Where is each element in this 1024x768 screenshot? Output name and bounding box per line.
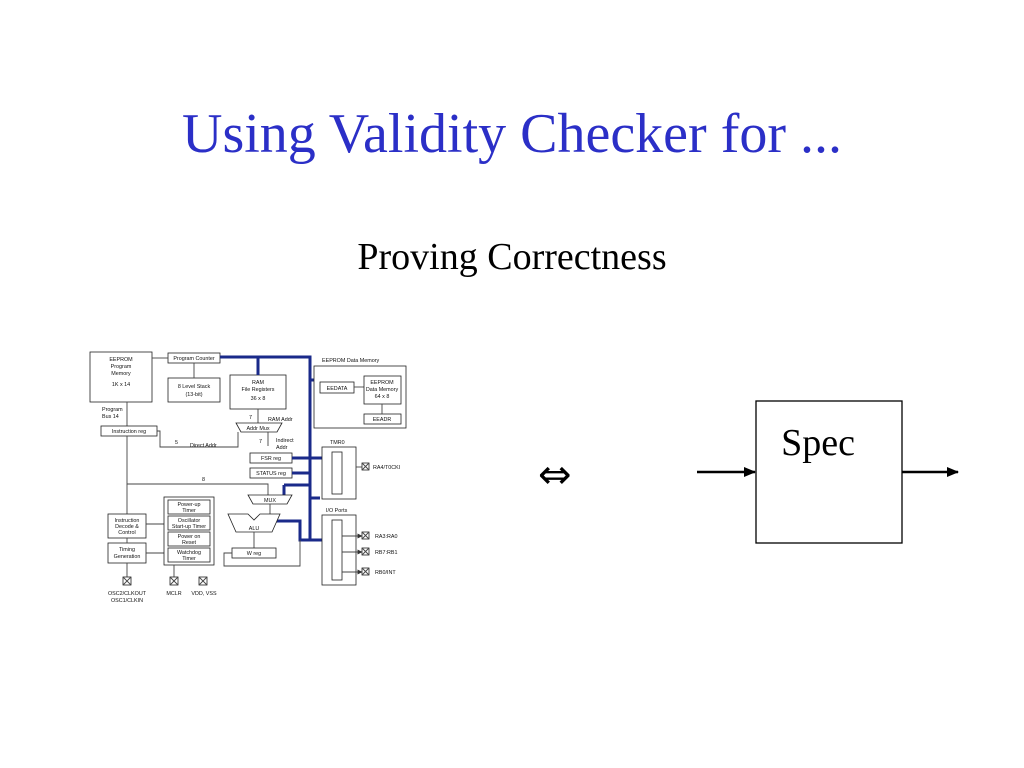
svg-text:VDD, VSS: VDD, VSS bbox=[191, 591, 217, 597]
svg-text:Program: Program bbox=[102, 407, 123, 413]
svg-text:File Registers: File Registers bbox=[242, 387, 275, 393]
addr-mux-block bbox=[235, 422, 283, 433]
svg-text:OSC2/CLKOUT: OSC2/CLKOUT bbox=[108, 591, 147, 597]
svg-text:RA3:RA0: RA3:RA0 bbox=[375, 534, 397, 540]
svg-text:7: 7 bbox=[259, 439, 262, 445]
svg-text:8: 8 bbox=[202, 477, 205, 483]
timing-generation-block bbox=[107, 542, 147, 564]
slide-title: Using Validity Checker for ... bbox=[182, 103, 842, 165]
svg-text:Instruction: Instruction bbox=[115, 518, 140, 524]
svg-text:Memory: Memory bbox=[111, 371, 131, 377]
svg-text:8 Level Stack: 8 Level Stack bbox=[178, 384, 211, 390]
microcontroller-block-diagram: EEPROM Program Memory 1K x 14 Program Co… bbox=[89, 351, 407, 604]
svg-text:Timing: Timing bbox=[119, 547, 135, 553]
svg-text:Timer: Timer bbox=[182, 508, 196, 514]
svg-text:Reset: Reset bbox=[182, 540, 197, 546]
svg-text:Instruction reg: Instruction reg bbox=[112, 429, 146, 435]
eeprom-data-memory-block bbox=[363, 375, 402, 405]
slide-subtitle: Proving Correctness bbox=[357, 236, 667, 278]
svg-text:1K x 14: 1K x 14 bbox=[112, 382, 130, 388]
svg-text:RAM: RAM bbox=[252, 380, 264, 386]
svg-text:Start-up Timer: Start-up Timer bbox=[172, 524, 206, 530]
svg-text:Control: Control bbox=[118, 530, 135, 536]
svg-text:Addr: Addr bbox=[276, 445, 288, 451]
svg-text:OSC1/CLKIN: OSC1/CLKIN bbox=[111, 598, 143, 604]
alu-block bbox=[227, 513, 281, 533]
svg-text:RAM Addr: RAM Addr bbox=[268, 417, 293, 423]
svg-text:W reg: W reg bbox=[247, 551, 261, 557]
svg-text:Timer: Timer bbox=[182, 556, 196, 562]
svg-text:EEPROM Data Memory: EEPROM Data Memory bbox=[322, 358, 380, 364]
eeprom-program-memory-block bbox=[89, 351, 153, 403]
svg-text:Program: Program bbox=[111, 364, 132, 370]
svg-text:Power on: Power on bbox=[178, 534, 201, 540]
svg-text:Program Counter: Program Counter bbox=[173, 356, 215, 362]
svg-text:MUX: MUX bbox=[264, 498, 276, 504]
svg-text:STATUS reg: STATUS reg bbox=[256, 471, 286, 477]
svg-text:64 x 8: 64 x 8 bbox=[375, 394, 390, 400]
svg-text:Power-up: Power-up bbox=[177, 502, 200, 508]
svg-text:Indirect: Indirect bbox=[276, 438, 294, 444]
svg-text:MCLR: MCLR bbox=[166, 591, 181, 597]
spec-label: Spec bbox=[781, 422, 855, 464]
svg-text:Addr Mux: Addr Mux bbox=[246, 426, 269, 432]
spec-block: Spec bbox=[697, 400, 959, 544]
equivalence-symbol: ⇔ bbox=[538, 452, 572, 498]
svg-text:Direct Addr: Direct Addr bbox=[190, 443, 217, 449]
svg-text:36 x 8: 36 x 8 bbox=[251, 396, 266, 402]
eeadr-block bbox=[363, 413, 402, 425]
svg-text:I/O Ports: I/O Ports bbox=[326, 508, 348, 514]
ram-file-registers-block bbox=[229, 374, 287, 410]
svg-text:Data Memory: Data Memory bbox=[366, 387, 399, 393]
svg-text:(13-bit): (13-bit) bbox=[185, 392, 202, 398]
eedata-block bbox=[319, 381, 355, 394]
svg-text:FSR reg: FSR reg bbox=[261, 456, 281, 462]
svg-text:EEPROM: EEPROM bbox=[109, 357, 133, 363]
svg-text:RB7:RB1: RB7:RB1 bbox=[375, 550, 397, 556]
svg-text:EEDATA: EEDATA bbox=[327, 386, 348, 392]
svg-text:Decode &: Decode & bbox=[115, 524, 139, 530]
svg-text:EEPROM: EEPROM bbox=[370, 380, 394, 386]
svg-text:Oscillator: Oscillator bbox=[178, 518, 201, 524]
mux-block bbox=[247, 494, 293, 505]
svg-text:Bus 14: Bus 14 bbox=[102, 414, 119, 420]
svg-text:5: 5 bbox=[175, 440, 178, 446]
svg-text:Generation: Generation bbox=[114, 554, 141, 560]
svg-text:7: 7 bbox=[249, 415, 252, 421]
svg-text:RB0/INT: RB0/INT bbox=[375, 570, 396, 576]
svg-text:RA4/T0CKI: RA4/T0CKI bbox=[373, 465, 400, 471]
svg-text:Watchdog: Watchdog bbox=[177, 550, 201, 556]
svg-text:ALU: ALU bbox=[249, 526, 260, 532]
level-stack-block bbox=[167, 377, 221, 403]
svg-text:EEADR: EEADR bbox=[373, 417, 392, 423]
svg-text:TMR0: TMR0 bbox=[330, 440, 345, 446]
